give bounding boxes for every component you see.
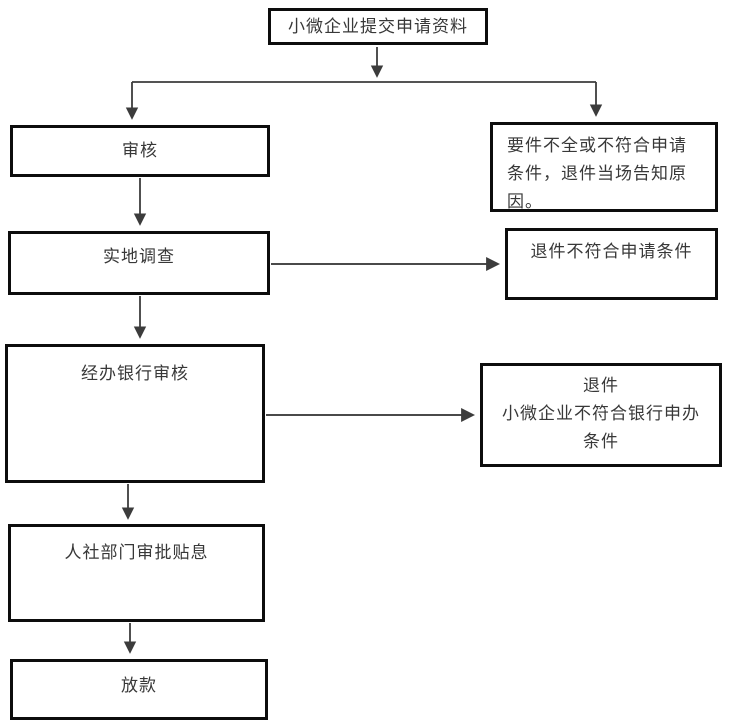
node-disburse-loan: 放款: [10, 659, 268, 720]
node-reject-bank-line1: 退件: [583, 376, 619, 395]
node-submit-application: 小微企业提交申请资料: [268, 8, 488, 45]
node-reject-incomplete: 要件不全或不符合申请条件，退件当场告知原因。: [490, 122, 718, 212]
node-reject-incomplete-label: 要件不全或不符合申请条件，退件当场告知原因。: [507, 136, 687, 211]
node-field-survey-label: 实地调查: [103, 247, 175, 266]
node-field-survey: 实地调查: [8, 231, 270, 295]
node-bank-review: 经办银行审核: [5, 344, 265, 483]
node-reject-application: 退件不符合申请条件: [505, 228, 718, 300]
node-reject-bank-line2: 小微企业不符合银行申办条件: [502, 404, 700, 451]
node-bank-review-label: 经办银行审核: [81, 364, 189, 383]
node-disburse-loan-label: 放款: [121, 676, 157, 695]
node-reject-bank: 退件 小微企业不符合银行申办条件: [480, 363, 722, 467]
node-review: 审核: [10, 125, 270, 177]
node-hr-subsidy-approval-label: 人社部门审批贴息: [64, 543, 209, 562]
node-hr-subsidy-approval: 人社部门审批贴息: [8, 524, 265, 622]
node-review-label: 审核: [122, 141, 158, 160]
node-submit-application-label: 小微企业提交申请资料: [288, 16, 468, 36]
node-reject-application-label: 退件不符合申请条件: [530, 242, 693, 261]
